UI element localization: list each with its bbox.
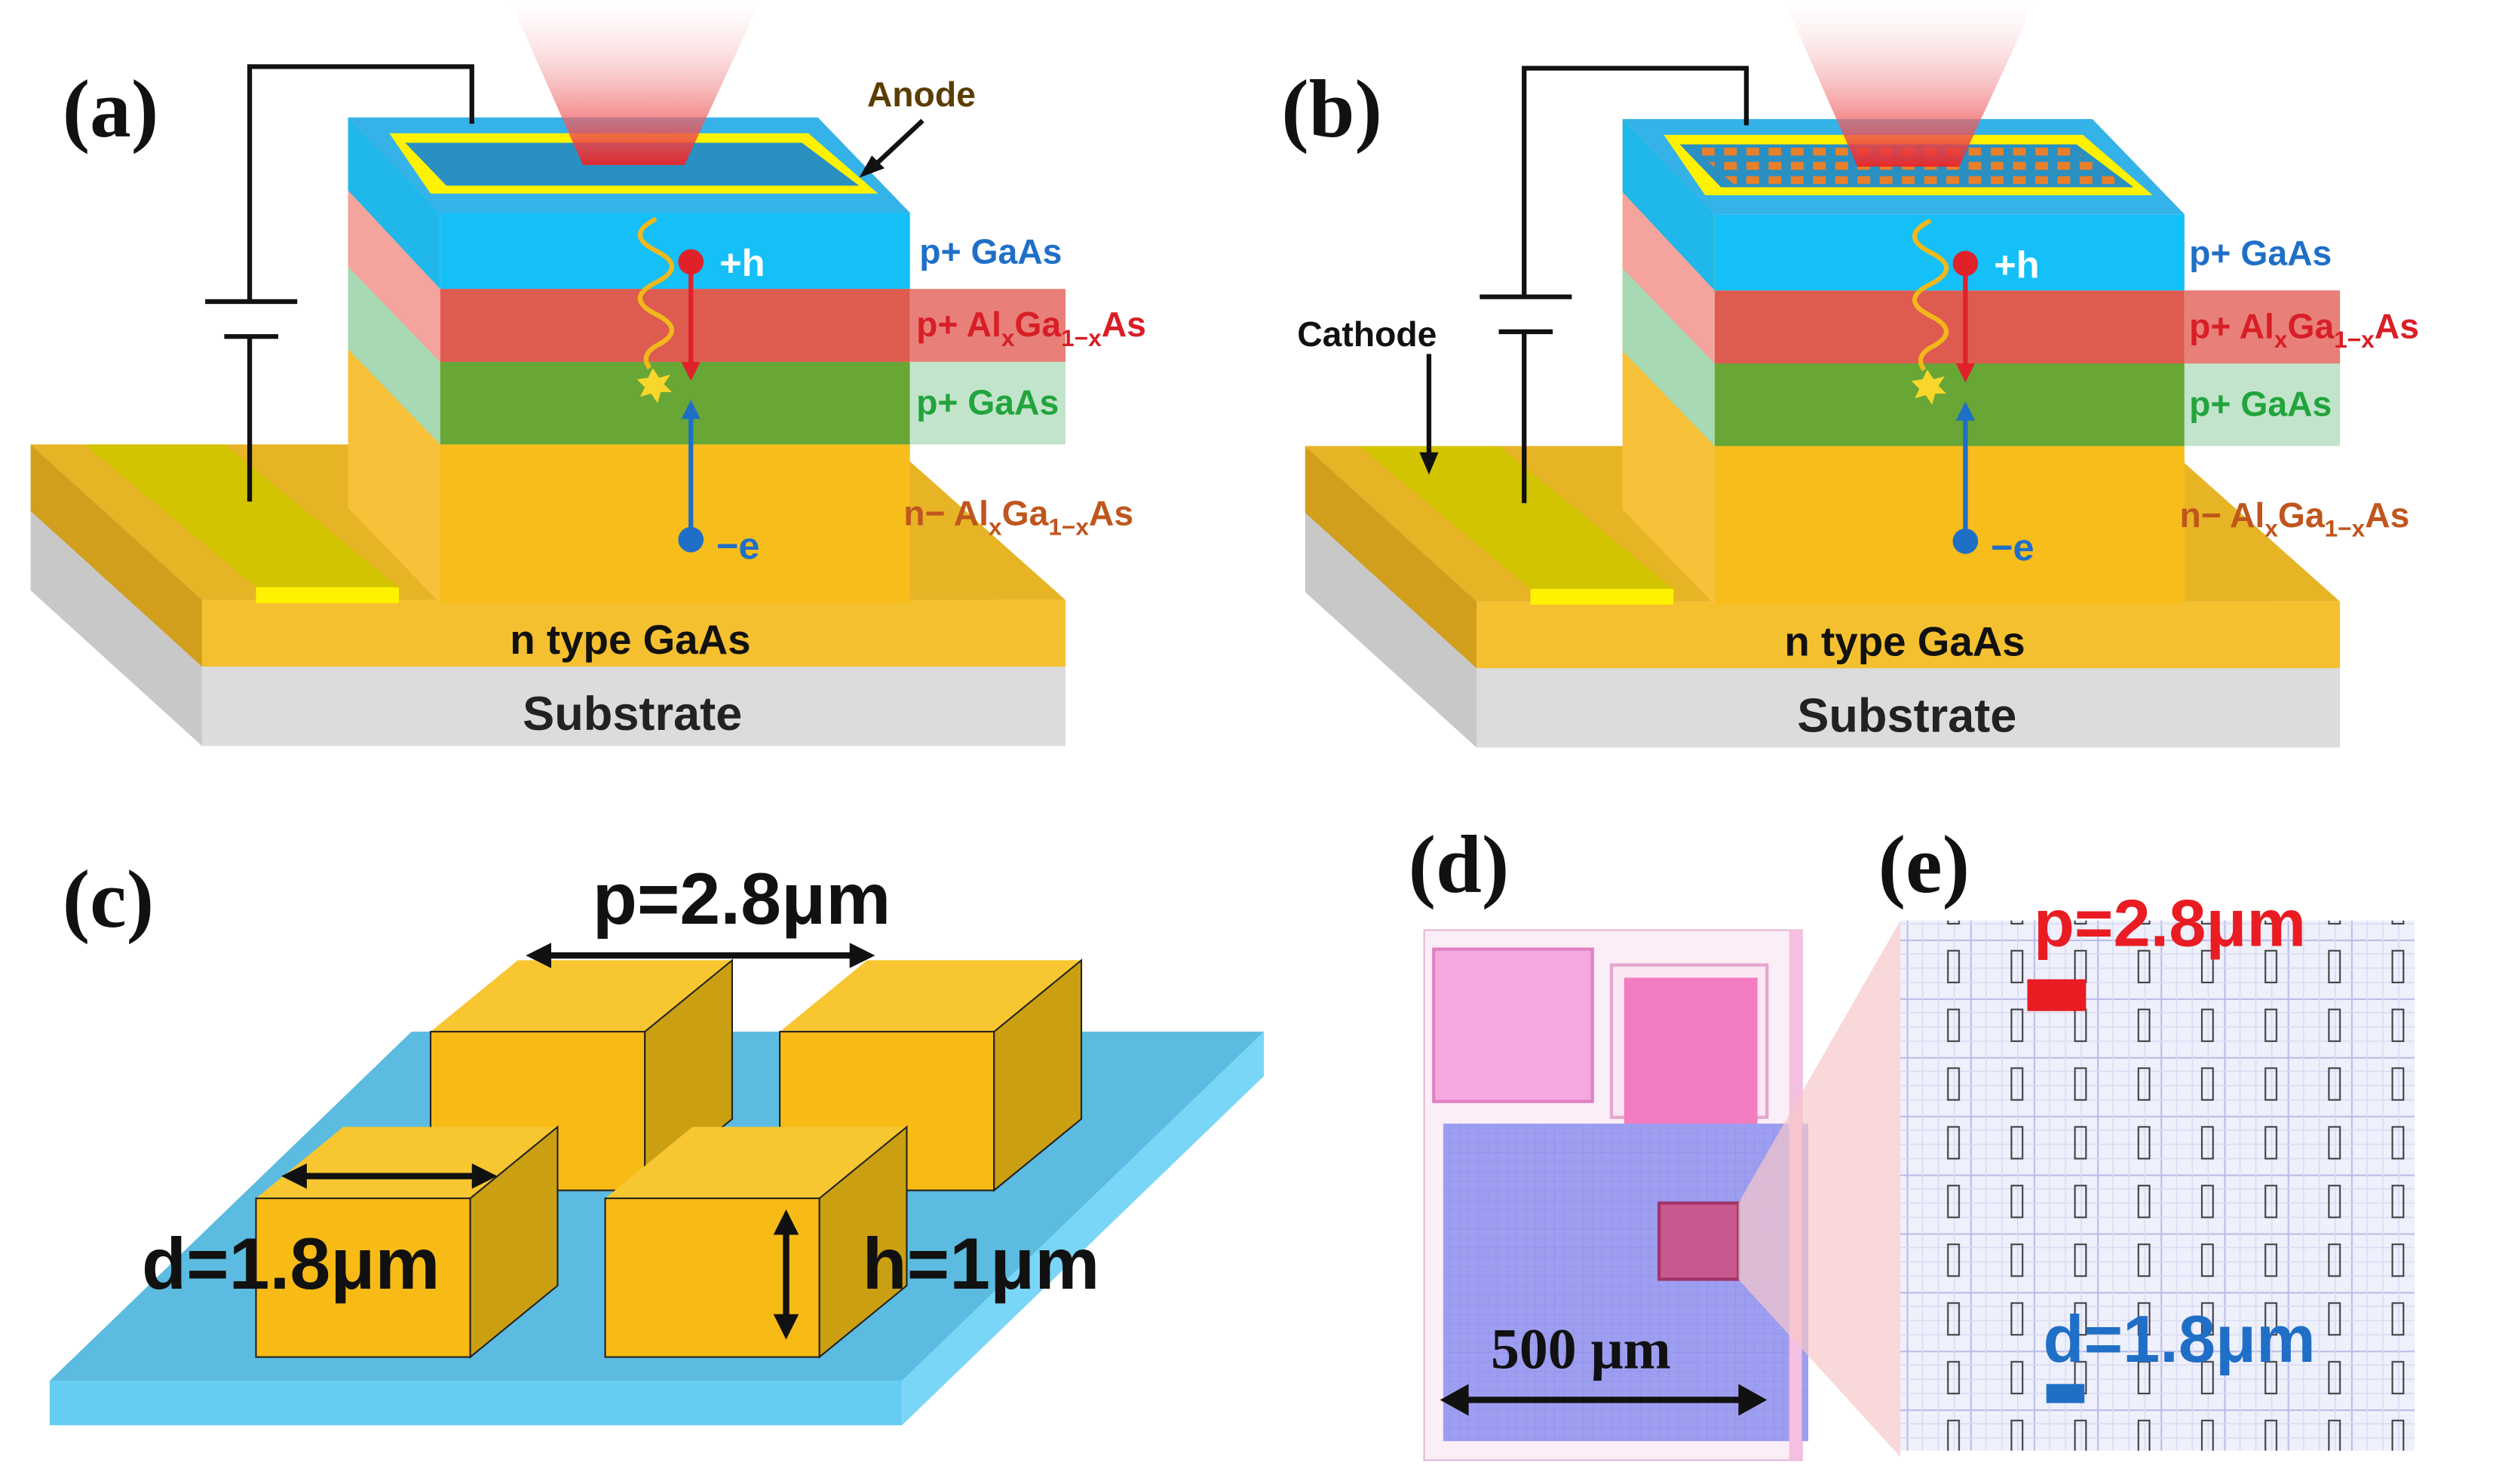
zoom-micrograph — [1900, 920, 2415, 1451]
layer-n-algaas — [440, 444, 910, 603]
period-label-c: p=2.8μm — [593, 857, 891, 940]
layer-p-algaas — [440, 289, 910, 362]
diameter-label-c: d=1.8μm — [142, 1222, 440, 1305]
hole-label-b: +h — [1994, 243, 2039, 286]
pillar — [429, 958, 733, 1192]
panel-label-c: (c) — [63, 853, 154, 945]
hole-label-a: +h — [719, 241, 765, 284]
electron-dot — [678, 526, 704, 553]
electron-label-b: −e — [1991, 526, 2035, 569]
substrate-label-b: Substrate — [1797, 689, 2016, 742]
period-label-e: p=2.8μm — [2034, 885, 2306, 960]
height-label-c: h=1μm — [863, 1222, 1100, 1305]
panel-e — [1900, 920, 2415, 1451]
recombination-icon — [636, 368, 672, 403]
photon-icon — [637, 216, 674, 370]
electron-label-a: −e — [716, 524, 760, 567]
pad-right — [1624, 977, 1758, 1124]
layer1-label-a: p+ GaAs — [919, 231, 1062, 271]
pillar — [604, 1125, 908, 1359]
layer3-label-a: p+ GaAs — [916, 382, 1059, 422]
layer4-label-b: n− AlxGa1−xAs — [2180, 495, 2410, 542]
hole-dot — [678, 249, 704, 275]
panel-label-d: (d) — [1409, 818, 1510, 910]
panel-label-e: (e) — [1878, 818, 1970, 910]
substrate-label-a: Substrate — [523, 688, 742, 740]
panel-c — [49, 943, 1265, 1426]
scale-label: 500 μm — [1491, 1317, 1671, 1381]
panel-label-b: (b) — [1281, 63, 1382, 155]
layer3-label-b: p+ GaAs — [2189, 384, 2332, 423]
laser-beam — [510, 0, 761, 165]
layer4-label-a: n− AlxGa1−xAs — [903, 494, 1133, 541]
pillar — [779, 958, 1083, 1192]
panel-d — [1423, 920, 1901, 1461]
layer1-label-b: p+ GaAs — [2189, 234, 2332, 273]
panel-a — [30, 0, 1066, 747]
layer2-label-a: p+ AlxGa1−xAs — [916, 305, 1146, 351]
pad-left — [1432, 947, 1594, 1103]
panel-b — [1305, 2, 2341, 748]
cathode-label: Cathode — [1297, 314, 1437, 354]
ntype-front — [201, 599, 1066, 667]
ntype-label-a: n type GaAs — [510, 616, 750, 663]
layer-p-gaas-top — [440, 213, 910, 290]
substrate-front — [201, 663, 1066, 747]
anode-label: Anode — [867, 75, 976, 114]
ntype-label-b: n type GaAs — [1784, 618, 2025, 664]
layer-p-gaas-green — [440, 361, 910, 445]
zoom-wedge — [1738, 920, 1901, 1458]
diameter-label-e: d=1.8μm — [2044, 1302, 2316, 1376]
period-marker — [2027, 979, 2087, 1011]
panel-label-a: (a) — [63, 63, 159, 155]
cathode-pad — [84, 444, 399, 587]
diameter-marker — [2046, 1384, 2085, 1403]
zoom-region — [1657, 1201, 1740, 1281]
layer2-label-b: p+ AlxGa1−xAs — [2189, 306, 2419, 353]
cathode-pad-b — [1359, 446, 1674, 589]
